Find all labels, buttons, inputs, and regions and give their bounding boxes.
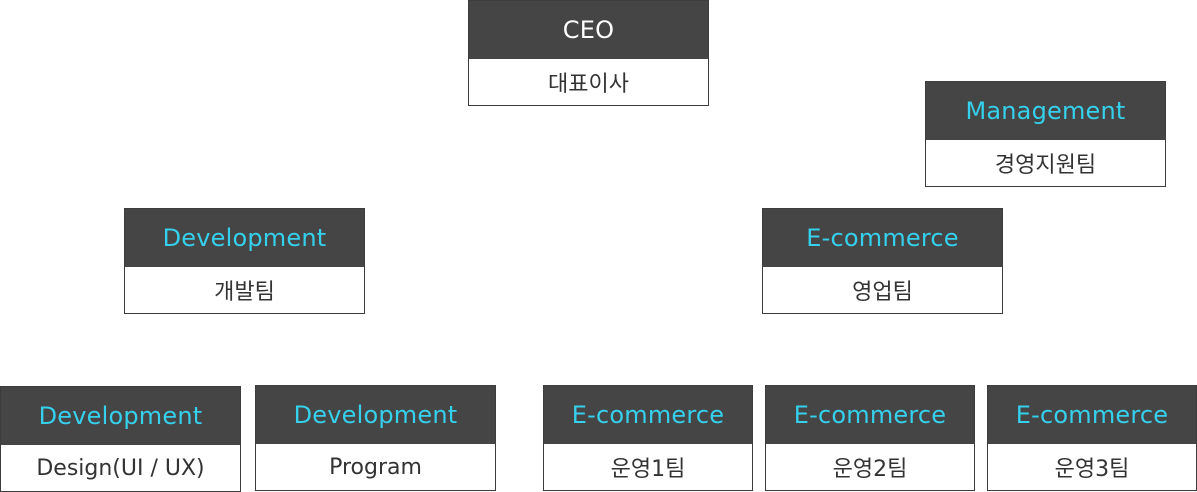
ecommerce-subtitle: 영업팀 bbox=[852, 280, 913, 305]
ops1-title: E-commerce bbox=[544, 386, 752, 444]
dev-program-title: Development bbox=[256, 386, 495, 444]
ceo-title: CEO bbox=[469, 1, 708, 59]
ecommerce-title: E-commerce bbox=[763, 209, 1002, 267]
dev-design-title: Development bbox=[1, 387, 240, 445]
dev-design-subtitle: Design(UI / UX) bbox=[36, 455, 205, 481]
dev-program-node: Development Program bbox=[255, 385, 496, 491]
ops2-subtitle: 운영2팀 bbox=[832, 457, 908, 482]
development-title: Development bbox=[125, 209, 364, 267]
management-node: Management 경영지원팀 bbox=[925, 81, 1166, 187]
ops3-node: E-commerce 운영3팀 bbox=[987, 385, 1197, 491]
ops2-title: E-commerce bbox=[766, 386, 974, 444]
management-subtitle: 경영지원팀 bbox=[994, 153, 1097, 178]
ops3-subtitle: 운영3팀 bbox=[1054, 457, 1130, 482]
ceo-subtitle: 대표이사 bbox=[548, 72, 629, 97]
ops2-node: E-commerce 운영2팀 bbox=[765, 385, 975, 491]
development-node: Development 개발팀 bbox=[124, 208, 365, 314]
ops3-title: E-commerce bbox=[988, 386, 1196, 444]
dev-program-subtitle: Program bbox=[329, 454, 422, 480]
dev-design-node: Development Design(UI / UX) bbox=[0, 386, 241, 492]
ops1-subtitle: 운영1팀 bbox=[610, 457, 686, 482]
ecommerce-node: E-commerce 영업팀 bbox=[762, 208, 1003, 314]
management-title: Management bbox=[926, 82, 1165, 140]
development-subtitle: 개발팀 bbox=[214, 280, 275, 305]
ops1-node: E-commerce 운영1팀 bbox=[543, 385, 753, 491]
ceo-node: CEO 대표이사 bbox=[468, 0, 709, 106]
